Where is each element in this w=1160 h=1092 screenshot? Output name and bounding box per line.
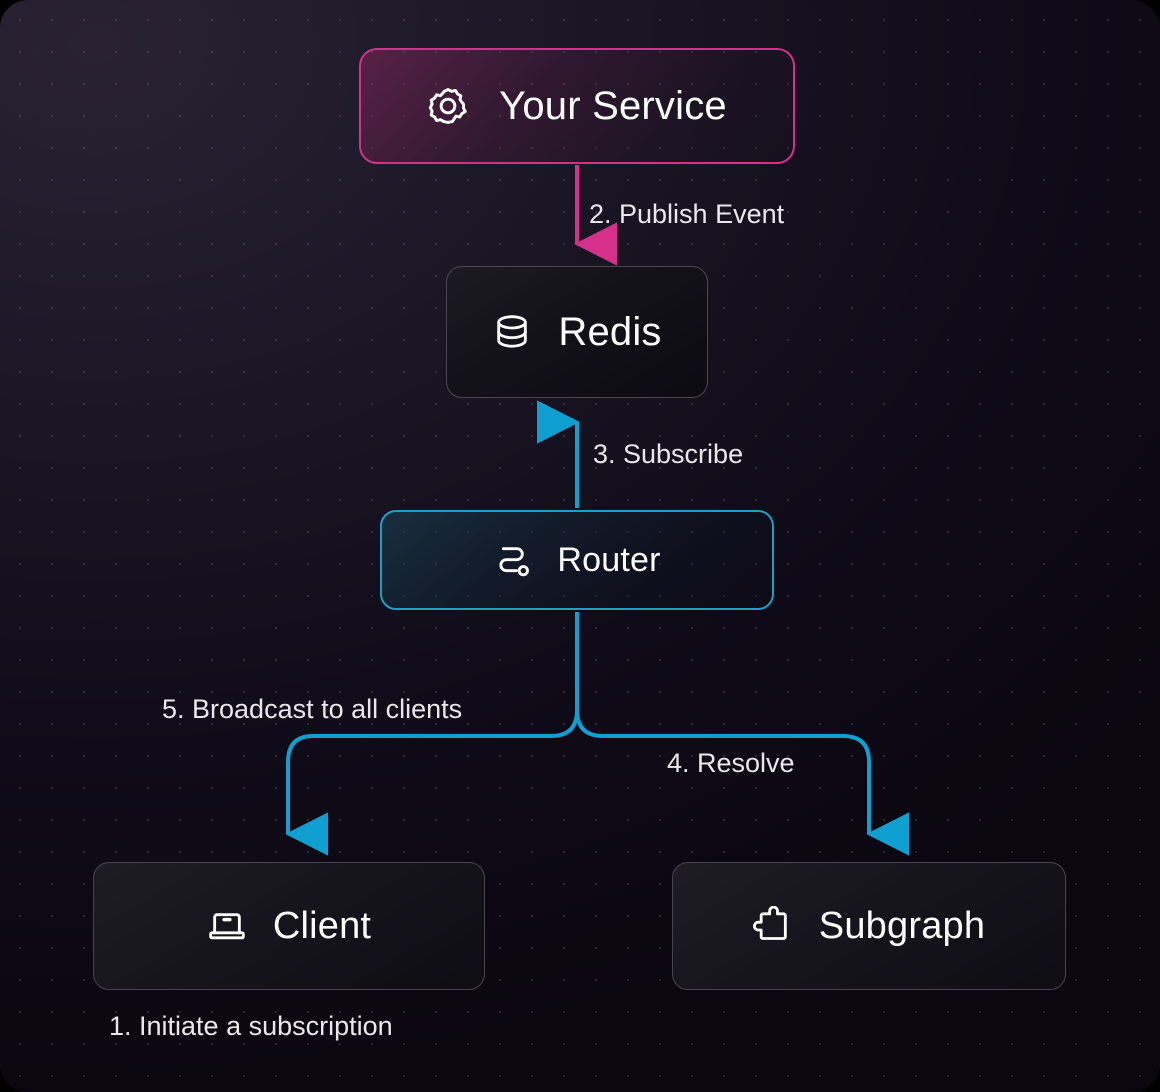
puzzle-icon <box>752 906 793 946</box>
edge-label-broadcast: 5. Broadcast to all clients <box>162 694 463 724</box>
node-subgraph[interactable]: Subgraph <box>672 862 1066 990</box>
node-label-router: Router <box>557 541 661 579</box>
edge-label-subscribe: 3. Subscribe <box>593 439 744 469</box>
edge-broadcast <box>285 709 579 856</box>
edge-label-resolve: 4. Resolve <box>667 748 795 778</box>
node-your-service[interactable]: Your Service <box>359 48 795 164</box>
node-label-subgraph: Subgraph <box>818 905 986 947</box>
gear-icon <box>427 85 469 127</box>
laptop-icon <box>207 906 247 946</box>
edge-label-initiate: 1. Initiate a subscription <box>109 1011 393 1041</box>
database-icon <box>492 312 532 352</box>
node-label-redis: Redis <box>558 310 662 354</box>
edge-label-publish-event: 2. Publish Event <box>589 199 785 229</box>
node-router[interactable]: Router <box>380 510 774 610</box>
node-label-client: Client <box>272 905 372 947</box>
node-client[interactable]: Client <box>93 862 485 990</box>
route-icon <box>493 540 533 580</box>
node-label-your-service: Your Service <box>499 84 727 128</box>
node-redis[interactable]: Redis <box>446 266 708 398</box>
